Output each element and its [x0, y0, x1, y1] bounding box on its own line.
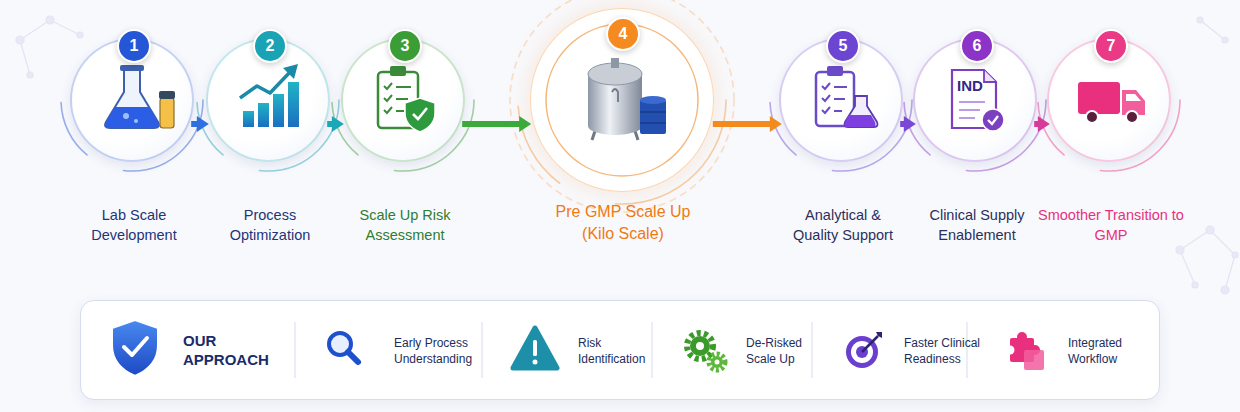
icon-text: IND: [952, 77, 988, 94]
approach-item: Integrated Workflow: [1068, 335, 1143, 367]
approach-panel: OUR APPROACH Early Process Understanding R…: [80, 300, 1160, 400]
flow-arrow: [713, 116, 782, 132]
arrow-head: [332, 116, 344, 132]
step-label: Process Optimization: [215, 206, 325, 245]
flow-arrow: [191, 116, 209, 132]
step-number: 3: [388, 29, 422, 63]
arrow-shaft: [900, 121, 905, 127]
approach-item: Faster Clinical Readiness: [904, 335, 999, 367]
step-circle: 6Clinical Supply Enablement: [913, 38, 1037, 162]
step-label: Analytical & Quality Support: [783, 206, 903, 245]
approach-item: Risk Identification: [578, 335, 658, 367]
arrow-shaft: [462, 121, 520, 127]
step-number: 5: [826, 29, 860, 63]
step-number: 1: [117, 29, 151, 63]
flow-arrow: [900, 116, 916, 132]
step-circle: 2Process Optimization: [206, 38, 330, 162]
arrow-shaft: [191, 121, 198, 127]
step-circle: 7Smoother Transition to GMP: [1047, 38, 1171, 162]
step-number: 7: [1094, 29, 1128, 63]
arrow-shaft: [1034, 121, 1039, 127]
flow-arrow: [1034, 116, 1050, 132]
arrow-head: [770, 116, 782, 132]
step-number: 6: [960, 29, 994, 63]
step-label: Scale Up Risk Assessment: [345, 206, 465, 245]
step-circle: 3Scale Up Risk Assessment: [341, 38, 465, 162]
flow-arrow: [462, 116, 531, 132]
arrow-head: [1038, 116, 1050, 132]
step-label: Smoother Transition to GMP: [1036, 206, 1186, 245]
arrow-head: [519, 116, 531, 132]
step-label: Clinical Supply Enablement: [917, 206, 1037, 245]
flow-arrow: [327, 116, 344, 132]
panel-heading: OUR APPROACH: [183, 332, 278, 370]
step-circle: 1Lab Scale Development: [70, 38, 194, 162]
step-number: 4: [606, 17, 640, 51]
outer-arcs: [61, 0, 1180, 212]
step-circle: 5Analytical & Quality Support: [779, 38, 903, 162]
arrow-head: [904, 116, 916, 132]
arrow-shaft: [327, 121, 333, 127]
approach-item: De-Risked Scale Up: [746, 335, 818, 367]
arrow-head: [197, 116, 209, 132]
step-circle: 4Pre GMP Scale Up (Kilo Scale): [530, 8, 714, 192]
step-label: Pre GMP Scale Up (Kilo Scale): [548, 201, 698, 244]
arrow-shaft: [713, 121, 771, 127]
step-number: 2: [253, 29, 287, 63]
step-label: Lab Scale Development: [79, 206, 189, 245]
approach-item: Early Process Understanding: [394, 335, 484, 367]
